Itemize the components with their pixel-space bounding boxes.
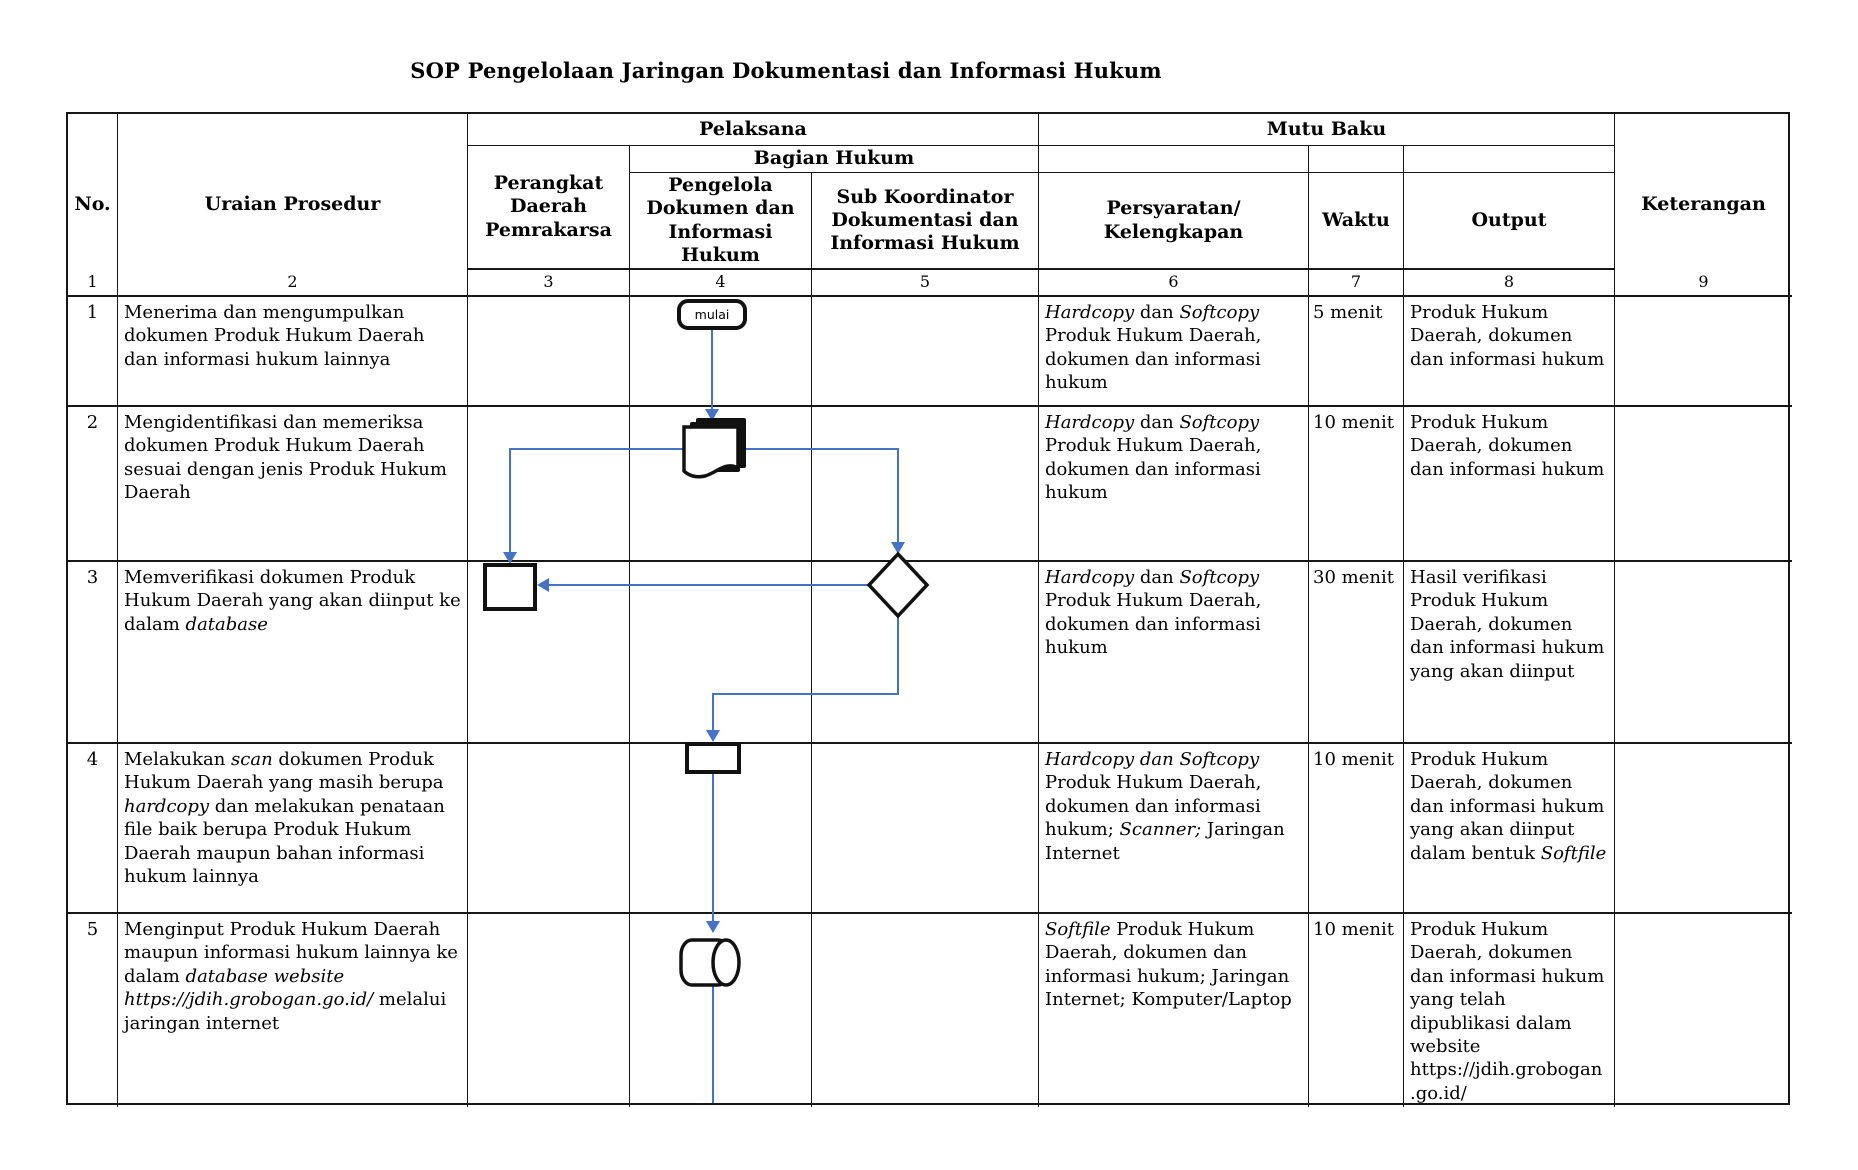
cell-uraian: Melakukan scan dokumen Produk Hukum Daer… — [118, 744, 468, 914]
mutu-baku-spacer-cell — [1309, 146, 1404, 173]
cell-flow-perangkat — [468, 407, 630, 562]
header-pengelola-dokumen: Pengelola Dokumen dan Informasi Hukum — [630, 173, 812, 270]
cell-flow-perangkat — [468, 744, 630, 914]
cell-flow-subkoordinator — [812, 407, 1039, 562]
column-number-cell: 9 — [1615, 270, 1792, 297]
cell-keterangan — [1615, 562, 1792, 744]
cell-persyaratan: Softfile Produk Hukum Daerah, dokumen da… — [1039, 914, 1309, 1107]
header-waktu: Waktu — [1309, 173, 1404, 270]
cell-keterangan — [1615, 914, 1792, 1107]
cell-flow-perangkat — [468, 914, 630, 1107]
cell-persyaratan: Hardcopy dan Softcopy Produk Hukum Daera… — [1039, 407, 1309, 562]
cell-flow-perangkat — [468, 562, 630, 744]
mutu-baku-spacer-cell — [1404, 146, 1615, 173]
cell-uraian: Mengidentifikasi dan memeriksa dokumen P… — [118, 407, 468, 562]
cell-no: 2 — [68, 407, 118, 562]
header-mutu-baku: Mutu Baku — [1039, 114, 1615, 146]
cell-keterangan — [1615, 407, 1792, 562]
cell-uraian: Menerima dan mengumpulkan dokumen Produk… — [118, 297, 468, 407]
column-number-cell: 2 — [118, 270, 468, 297]
cell-flow-perangkat — [468, 297, 630, 407]
page-title: SOP Pengelolaan Jaringan Dokumentasi dan… — [410, 58, 1162, 83]
cell-flow-subkoordinator — [812, 914, 1039, 1107]
cell-flow-pengelola — [630, 914, 812, 1107]
cell-uraian: Memverifikasi dokumen Produk Hukum Daera… — [118, 562, 468, 744]
header-pelaksana: Pelaksana — [468, 114, 1039, 146]
header-bagian-hukum: Bagian Hukum — [630, 146, 1039, 173]
cell-waktu: 5 menit — [1309, 297, 1404, 407]
cell-output: Produk Hukum Daerah, dokumen dan informa… — [1404, 297, 1615, 407]
cell-no: 1 — [68, 297, 118, 407]
cell-flow-pengelola — [630, 297, 812, 407]
cell-no: 5 — [68, 914, 118, 1107]
column-number-cell: 6 — [1039, 270, 1309, 297]
cell-flow-subkoordinator — [812, 297, 1039, 407]
column-number-cell: 4 — [630, 270, 812, 297]
column-number-cell: 3 — [468, 270, 630, 297]
cell-keterangan — [1615, 744, 1792, 914]
cell-waktu: 30 menit — [1309, 562, 1404, 744]
column-number-cell: 1 — [68, 270, 118, 297]
header-uraian-prosedur: Uraian Prosedur — [118, 114, 468, 297]
cell-flow-pengelola — [630, 744, 812, 914]
cell-waktu: 10 menit — [1309, 914, 1404, 1107]
cell-persyaratan: Hardcopy dan Softcopy Produk Hukum Daera… — [1039, 562, 1309, 744]
column-number-cell: 5 — [812, 270, 1039, 297]
cell-output: Produk Hukum Daerah, dokumen dan informa… — [1404, 744, 1615, 914]
cell-keterangan — [1615, 297, 1792, 407]
header-sub-koordinator: Sub Koordinator Dokumentasi dan Informas… — [812, 173, 1039, 270]
header-output: Output — [1404, 173, 1615, 270]
cell-flow-subkoordinator — [812, 562, 1039, 744]
header-persyaratan-kelengkapan: Persyaratan/ Kelengkapan — [1039, 173, 1309, 270]
column-number-cell: 7 — [1309, 270, 1404, 297]
cell-persyaratan: Hardcopy dan Softcopy Produk Hukum Daera… — [1039, 744, 1309, 914]
cell-waktu: 10 menit — [1309, 407, 1404, 562]
cell-persyaratan: Hardcopy dan Softcopy Produk Hukum Daera… — [1039, 297, 1309, 407]
cell-output: Produk Hukum Daerah, dokumen dan informa… — [1404, 914, 1615, 1107]
cell-no: 4 — [68, 744, 118, 914]
cell-output: Hasil verifikasi Produk Hukum Daerah, do… — [1404, 562, 1615, 744]
header-perangkat-daerah-pemrakarsa: Perangkat Daerah Pemrakarsa — [468, 146, 630, 270]
sop-table: No. Uraian Prosedur Pelaksana Mutu Baku … — [66, 112, 1792, 1107]
cell-flow-subkoordinator — [812, 744, 1039, 914]
cell-flow-pengelola — [630, 407, 812, 562]
mutu-baku-spacer-cell — [1039, 146, 1309, 173]
cell-output: Produk Hukum Daerah, dokumen dan informa… — [1404, 407, 1615, 562]
cell-no: 3 — [68, 562, 118, 744]
column-number-cell: 8 — [1404, 270, 1615, 297]
cell-waktu: 10 menit — [1309, 744, 1404, 914]
cell-flow-pengelola — [630, 562, 812, 744]
cell-uraian: Menginput Produk Hukum Daerah maupun inf… — [118, 914, 468, 1107]
